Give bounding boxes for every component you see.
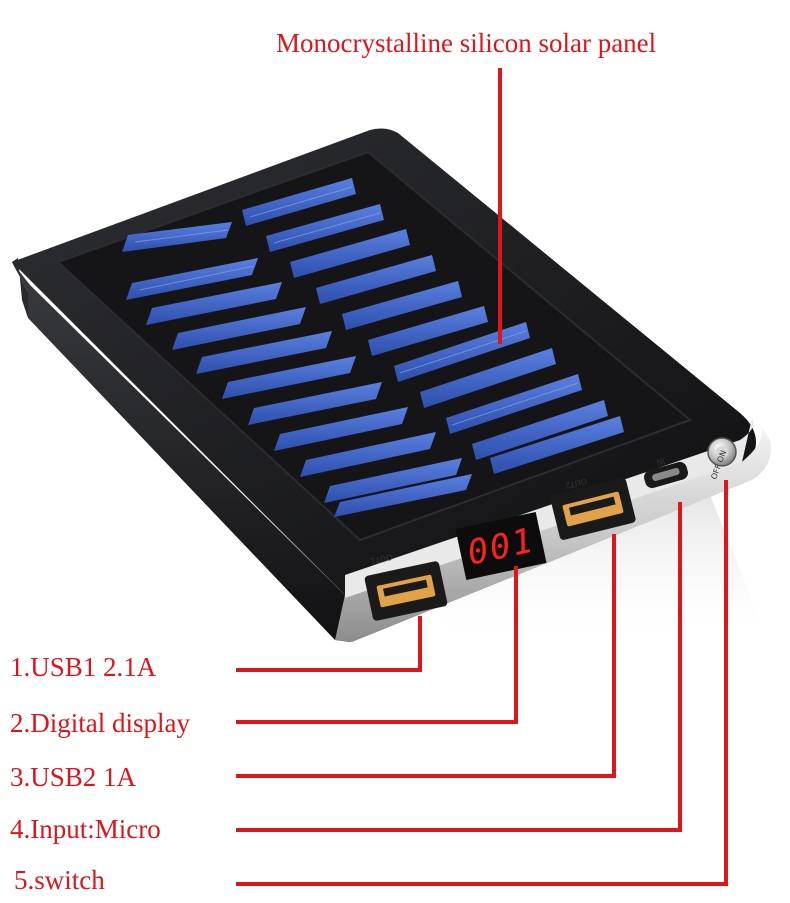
usb1-port	[364, 561, 448, 621]
input-leader-line	[236, 502, 682, 832]
solar-cells-left	[122, 222, 472, 517]
usb1-label: 1.USB1 2.1A	[10, 652, 157, 682]
digital-display-label: 2.Digital display	[10, 708, 190, 738]
device-front-panel-top	[345, 418, 754, 598]
usb1-leader-line	[236, 616, 422, 672]
panel-title-label: Monocrystalline silicon solar panel	[276, 28, 657, 58]
power-switch	[707, 437, 737, 467]
switch-leader-line	[236, 480, 728, 886]
callout-lines	[236, 68, 728, 886]
floor-shadow	[420, 470, 760, 650]
input-micro-label: 4.Input:Micro	[10, 814, 161, 844]
usb2-label: 3.USB2 1A	[10, 762, 137, 792]
solar-cell-stripes	[134, 186, 579, 426]
digital-display: 001	[455, 512, 547, 580]
in-port-label: IN	[655, 456, 666, 467]
device-left-lip	[12, 258, 28, 318]
micro-usb-port	[644, 461, 688, 489]
usb2-port	[550, 478, 636, 540]
display-leader-line	[236, 566, 518, 724]
device-side-edge	[12, 262, 352, 642]
usb2-leader-line	[236, 534, 616, 778]
switch-label-text: 5.switch	[14, 865, 105, 895]
